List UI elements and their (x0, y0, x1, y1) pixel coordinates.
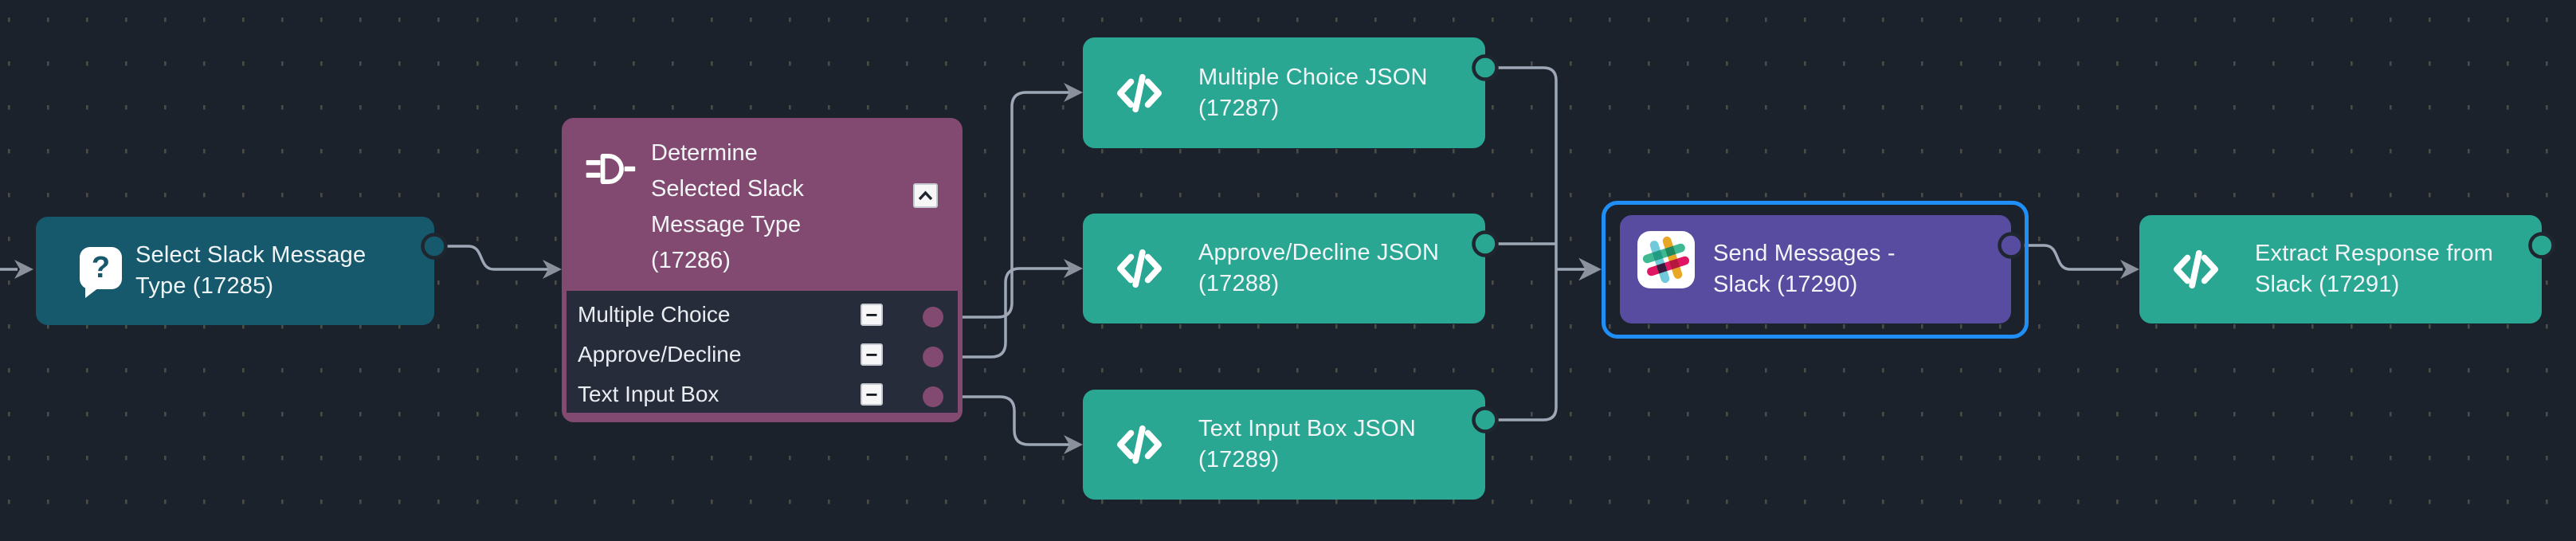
chevron-up-icon (918, 190, 933, 201)
node-select-slack-message-type[interactable]: ? Select Slack Message Type (17285) (36, 217, 434, 325)
branch-node-title: Determine Selected Slack Message Type (1… (651, 135, 804, 279)
question-glyph: ? (91, 251, 111, 284)
node-title-line: (17286) (651, 248, 731, 273)
node-extract-response-from-slack[interactable]: Extract Response from Slack (17291) (2139, 215, 2542, 323)
code-brackets-icon (1117, 73, 1162, 112)
output-port-text-input-json[interactable] (1472, 406, 1499, 433)
node-determine-selected-slack-message-type[interactable]: Determine Selected Slack Message Type (1… (562, 118, 963, 422)
branch-output-label: Text Input Box (578, 382, 719, 406)
node-title-line: Multiple Choice JSON (1198, 64, 1428, 90)
output-port-slack-node[interactable] (1998, 232, 2025, 259)
branch-output-row-text-input-box[interactable]: Text Input Box − (567, 374, 958, 414)
branch-node-header: Determine Selected Slack Message Type (1… (562, 118, 963, 291)
branch-output-list: Multiple Choice − Approve/Decline − Text… (567, 291, 958, 413)
node-title-line: Slack (17290) (1713, 272, 1858, 297)
branch-output-label: Approve/Decline (578, 342, 742, 367)
output-port-extract-node[interactable] (2528, 232, 2555, 259)
minus-glyph: − (865, 303, 878, 327)
node-title-line: (17287) (1198, 95, 1280, 121)
node-title-line: (17288) (1198, 271, 1280, 296)
remove-output-button[interactable]: − (861, 304, 883, 326)
node-title-line: Message Type (651, 212, 802, 237)
node-title-line: Slack (17291) (2255, 272, 2400, 297)
wire-text-input-to-slack (1485, 269, 1558, 421)
node-approve-decline-json[interactable]: Approve/Decline JSON (17288) (1083, 214, 1485, 323)
code-brackets-icon (1117, 249, 1162, 288)
code-brackets-icon (1117, 425, 1162, 465)
node-title-line: Send Messages - (1713, 241, 1896, 266)
wire-slack-to-extract (2011, 244, 2123, 271)
minus-glyph: − (865, 382, 878, 406)
output-port-branch-approve-decline[interactable] (923, 347, 943, 367)
node-title-line: Determine (651, 140, 758, 166)
wire-branch-to-multiple-choice (943, 91, 1069, 319)
node-title-line: Select Slack Message (135, 242, 367, 268)
node-title-line: Text Input Box JSON (1198, 416, 1416, 441)
node-send-messages-slack[interactable]: Send Messages - Slack (17290) (1620, 215, 2011, 323)
output-port-branch-multiple-choice[interactable] (923, 307, 943, 327)
remove-output-button[interactable]: − (861, 343, 883, 366)
output-port-branch-text-input[interactable] (923, 386, 943, 407)
node-text-input-box-json[interactable]: Text Input Box JSON (17289) (1083, 390, 1485, 500)
wire-multiple-choice-to-slack (1485, 66, 1558, 269)
node-title-line: Approve/Decline JSON (1198, 240, 1440, 265)
collapse-outputs-button[interactable] (913, 183, 938, 208)
minus-glyph: − (865, 343, 878, 367)
wire-branch-to-text-input (943, 395, 1069, 446)
plug-icon (586, 153, 636, 185)
node-title-line: Selected Slack (651, 176, 804, 202)
node-multiple-choice-json[interactable]: Multiple Choice JSON (17287) (1083, 37, 1485, 148)
slack-hash-icon (1637, 231, 1695, 288)
output-port-approve-decline-json[interactable] (1472, 230, 1499, 257)
question-bubble-icon: ? (80, 247, 122, 298)
output-port-select-node[interactable] (421, 233, 448, 260)
wire-branch-to-approve-decline (943, 267, 1069, 359)
node-title-line: Extract Response from (2255, 241, 2494, 266)
remove-output-button[interactable]: − (861, 383, 883, 406)
output-port-multiple-choice-json[interactable] (1472, 54, 1499, 81)
branch-output-row-approve-decline[interactable]: Approve/Decline − (567, 335, 958, 374)
node-title-line: Type (17285) (135, 273, 274, 299)
node-title-line: (17289) (1198, 447, 1280, 472)
wire-arrowheads (14, 83, 2139, 454)
selection-highlight-border (1602, 201, 2029, 339)
branch-output-label: Multiple Choice (578, 302, 731, 327)
branch-output-row-multiple-choice[interactable]: Multiple Choice − (567, 295, 958, 335)
code-brackets-icon (2174, 249, 2218, 289)
wire-select-to-branch (434, 245, 548, 271)
